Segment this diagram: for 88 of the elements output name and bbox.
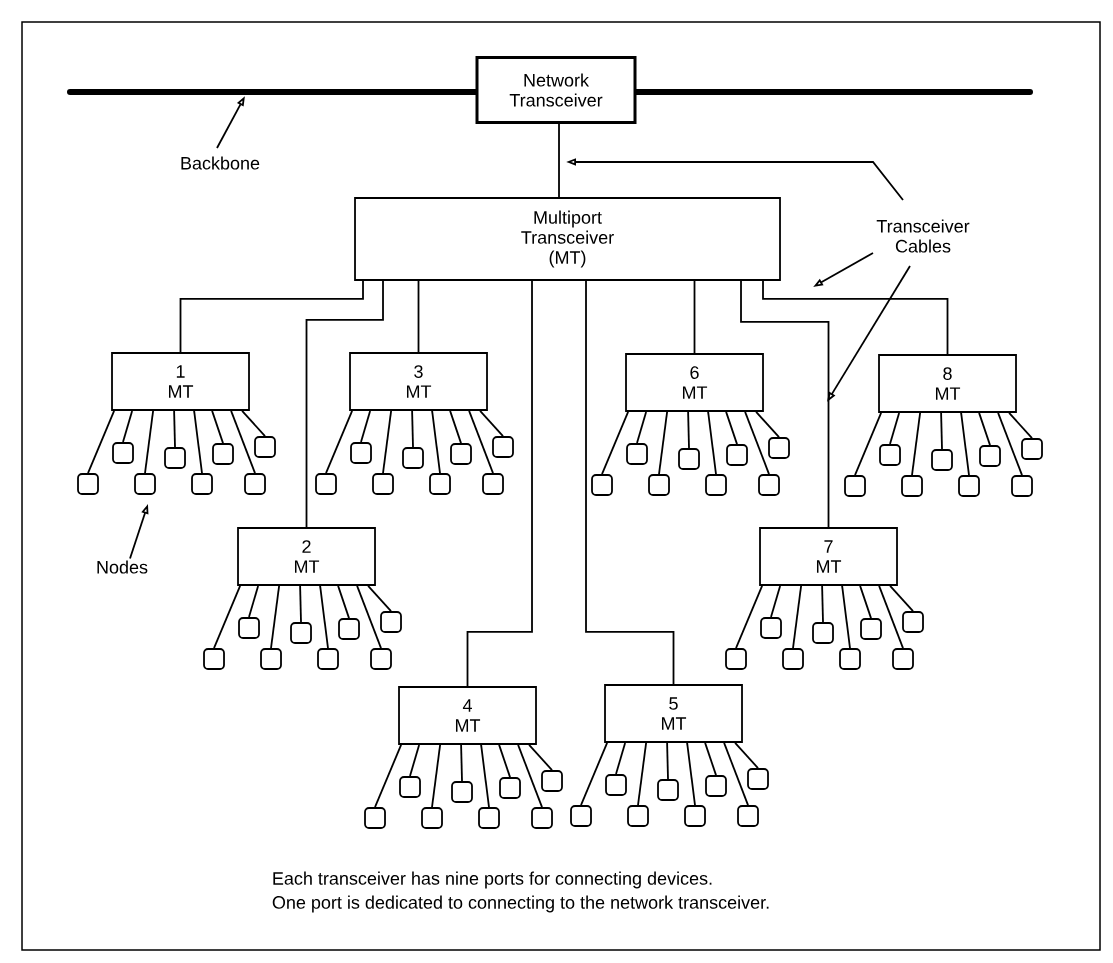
transceiver-box: Multiport Transceiver (MT) <box>354 197 781 281</box>
cable-line <box>889 585 914 612</box>
cable-line <box>744 411 770 475</box>
cable-line <box>417 280 420 353</box>
cable-line <box>636 411 647 444</box>
cable-line <box>431 410 441 474</box>
callout-label: Nodes <box>97 560 148 574</box>
cable-line <box>409 744 420 777</box>
cable-line <box>889 412 900 445</box>
cable-line <box>658 411 668 475</box>
cable-line <box>270 585 280 649</box>
cable-line <box>179 280 364 353</box>
cable-line <box>367 585 392 612</box>
cable-line <box>704 742 717 776</box>
cable-line <box>693 280 696 354</box>
cable-line <box>230 410 256 474</box>
cable-line <box>449 410 462 444</box>
cable-line <box>356 585 382 649</box>
cable-line <box>528 744 553 771</box>
cable-line <box>248 585 259 618</box>
cable-line <box>305 280 384 528</box>
cable-line <box>911 412 921 476</box>
cable-line <box>480 744 490 808</box>
cable-line <box>734 742 759 769</box>
cable-line <box>940 412 943 450</box>
cable-line <box>122 410 133 443</box>
cable-line <box>707 411 717 475</box>
cable-line <box>1008 412 1033 439</box>
cable-line <box>325 410 353 474</box>
cable-line <box>466 280 533 687</box>
transceiver-box: 8 MT <box>878 354 1017 413</box>
cable-line <box>382 410 392 474</box>
transceiver-box: 1 MT <box>111 352 250 411</box>
cable-line <box>585 280 675 685</box>
cable-line <box>762 280 949 355</box>
cable-line <box>337 585 350 619</box>
cable-line <box>666 742 669 780</box>
cable-line <box>498 744 511 778</box>
cable-line <box>213 585 241 649</box>
transceiver-box: 7 MT <box>759 527 898 586</box>
cable-line <box>87 410 115 474</box>
cable-line <box>740 280 830 528</box>
cable-line <box>792 585 802 649</box>
cable-line <box>479 410 504 437</box>
cable-line <box>821 585 824 623</box>
cable-line <box>770 585 781 618</box>
cable-line <box>299 585 302 623</box>
cable-line <box>211 410 224 444</box>
transceiver-box: 4 MT <box>398 686 537 745</box>
transceiver-box: 6 MT <box>625 353 764 412</box>
cable-line <box>755 411 780 438</box>
callout-label: Transceiver Cables <box>876 219 970 253</box>
callout-label: Backbone <box>181 156 260 170</box>
cable-line <box>468 410 494 474</box>
cable-line <box>144 410 154 474</box>
cable-line <box>411 410 414 448</box>
cable-line <box>997 412 1023 476</box>
cable-line <box>687 411 690 449</box>
cable-line <box>686 742 696 806</box>
caption-text: One port is dedicated to connecting to the network transceiver. <box>272 895 769 913</box>
cable-line <box>725 411 738 445</box>
cable-line <box>193 410 203 474</box>
cable-line <box>978 412 991 446</box>
transceiver-box: 3 MT <box>349 352 488 411</box>
cable-line <box>517 744 543 808</box>
cable-line <box>841 585 851 649</box>
cable-line <box>460 744 463 782</box>
cable-line <box>601 411 629 475</box>
cable-line <box>241 410 266 437</box>
transceiver-box: Network Transceiver <box>475 56 637 124</box>
cable-line <box>558 123 560 198</box>
cable-line <box>723 742 749 806</box>
cable-line <box>878 585 904 649</box>
cable-line <box>960 412 970 476</box>
cable-line <box>859 585 872 619</box>
cable-line <box>374 744 402 808</box>
cable-line <box>360 410 371 443</box>
cable-line <box>173 410 176 448</box>
cable-line <box>735 585 763 649</box>
cable-line <box>319 585 329 649</box>
transceiver-box: 2 MT <box>237 527 376 586</box>
cable-line <box>580 742 608 806</box>
caption-text: Each transceiver has nine ports for connecting devices. <box>273 871 712 889</box>
cable-line <box>637 742 647 806</box>
transceiver-box: 5 MT <box>604 684 743 743</box>
cable-line <box>854 412 882 476</box>
cable-line <box>431 744 441 808</box>
cable-line <box>615 742 626 775</box>
